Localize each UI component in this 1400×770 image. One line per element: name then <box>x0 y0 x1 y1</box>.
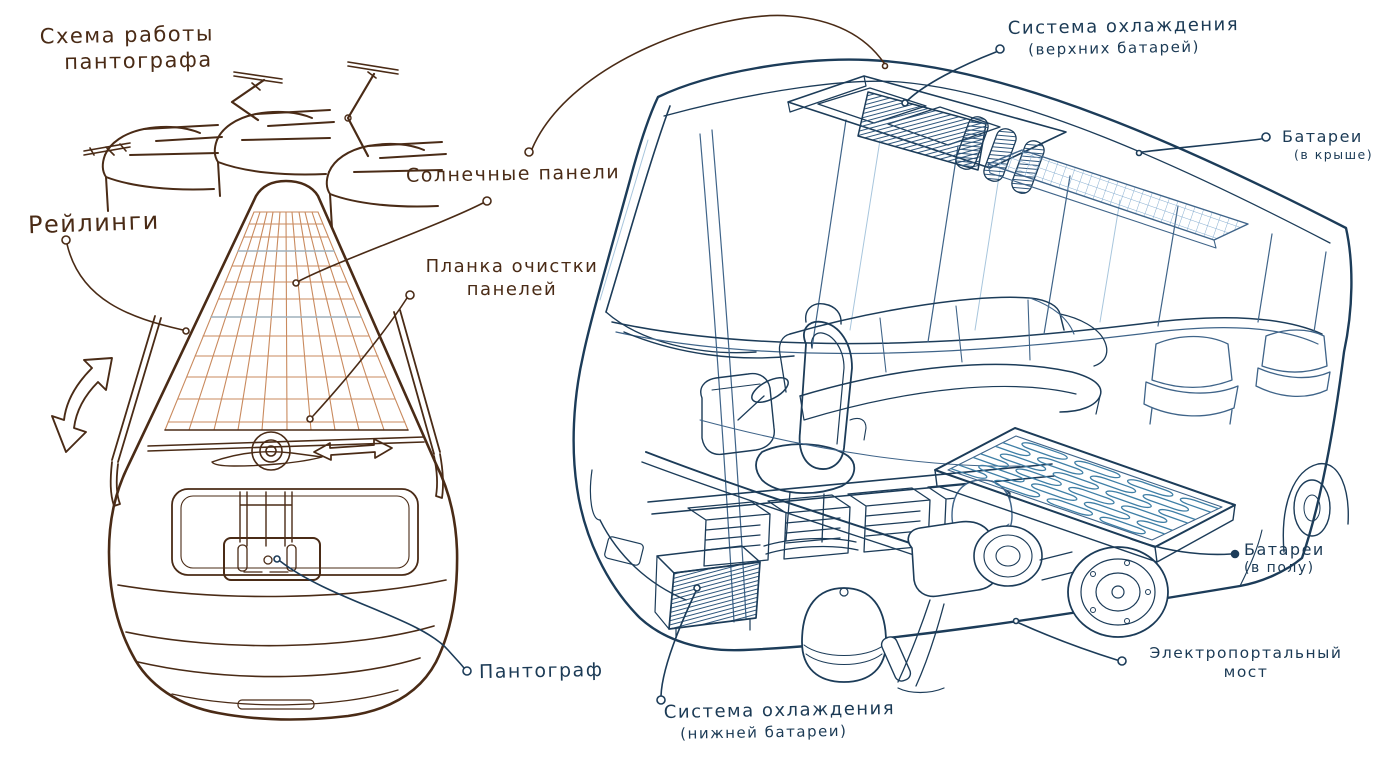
roof-battery-strip <box>987 149 1249 249</box>
side-windows <box>599 119 1327 355</box>
driver-seat <box>755 303 867 555</box>
leader-lines <box>61 14 1271 705</box>
solar-panel-grid <box>164 211 409 431</box>
leader-batteries-floor <box>1130 538 1240 559</box>
stage-folded <box>83 124 223 212</box>
leader-batteries-roof <box>1135 132 1271 157</box>
slide-arrow <box>313 438 393 461</box>
rail-slide-arrow <box>51 357 113 453</box>
leader-cooling-bottom <box>656 584 701 705</box>
leader-solar-panels <box>292 14 889 287</box>
leader-pantograph <box>273 555 472 676</box>
label-pantograph: Пантограф <box>478 658 604 684</box>
leader-railings <box>61 235 190 335</box>
driver-console <box>623 331 795 456</box>
pantograph-stowed <box>223 537 321 581</box>
label-solar-panels: Солнечные панели <box>405 161 621 187</box>
rear-bench-seats <box>1143 329 1331 425</box>
lounge-sofa <box>778 296 1108 421</box>
label-batteries-floor: Батареи (в полу) <box>1244 540 1325 576</box>
label-cooling-bottom: Система охлаждения (нижней батареи) <box>663 697 896 743</box>
label-railings: Рейлинги <box>27 206 161 240</box>
cleaning-bar-assembly <box>147 431 425 471</box>
electric-portal-axle <box>880 520 1169 694</box>
rear-wheel <box>1282 463 1349 553</box>
label-cooling-top: Система охлаждения (верхних батарей) <box>1007 13 1240 59</box>
stage-half-raised <box>213 71 335 197</box>
front-lower-details <box>589 469 1263 601</box>
label-pantograph-scheme-title: Схема работы пантографа <box>39 21 215 75</box>
pantograph-bay <box>171 488 419 581</box>
lower-cooling-radiator <box>654 545 761 639</box>
leader-portal-axle <box>1012 617 1127 666</box>
roof-rails <box>109 309 444 507</box>
label-cleaning-bar: Планка очистки панелей <box>425 256 599 300</box>
bus-cutaway-view <box>572 58 1353 694</box>
pantograph-stages-sketch <box>83 61 447 229</box>
label-portal-axle: Электропортальный мост <box>1149 644 1343 682</box>
leader-cooling-top <box>901 44 1005 107</box>
stage-raised <box>325 61 447 229</box>
leader-cleaning-bar <box>306 290 415 423</box>
bus-top-body-outline <box>107 179 459 721</box>
bus-top-view <box>51 179 459 721</box>
front-body-creases <box>117 579 447 710</box>
label-batteries-roof: Батареи (в крыше) <box>1282 127 1374 162</box>
